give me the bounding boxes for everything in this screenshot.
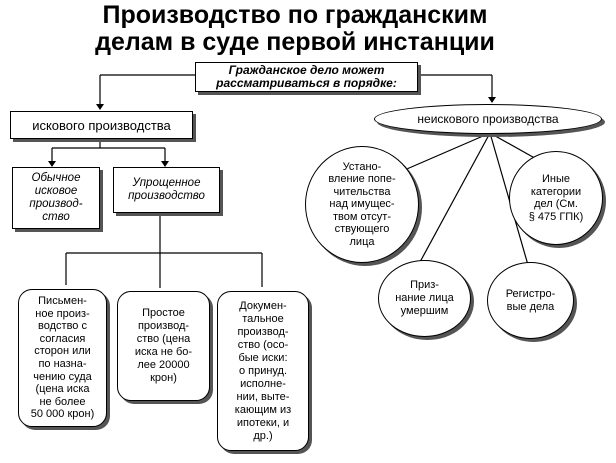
root-node: Гражданское дело может рассматриваться в… — [195, 62, 418, 92]
documentary-proceedings-line: производ- — [237, 325, 289, 338]
other-categories-line: категории — [530, 185, 582, 198]
ordinary-claim-line: производ- — [29, 198, 83, 210]
simple-proceedings-line: крон) — [150, 372, 177, 384]
ordinary-claim-line: Обычное — [31, 172, 81, 184]
other-categories-line: дел (См. — [534, 198, 578, 210]
written-proceedings-line: не более — [39, 395, 86, 408]
guardianship-line: ствующего — [334, 223, 390, 236]
registry-cases-node: Регистро-вые дела — [487, 262, 574, 339]
written-proceedings-line: водство с — [38, 320, 87, 333]
root-line-2: рассматриваться в порядке: — [216, 76, 397, 90]
diagram-title: Производство по гражданским делам в суде… — [60, 2, 530, 56]
written-proceedings-line: по назна- — [38, 358, 87, 370]
guardianship-line: чительства — [333, 185, 391, 198]
other-categories-line: § 475 ГПК) — [528, 210, 584, 223]
guardianship-line: Устано- — [342, 160, 382, 173]
title-line-1: Производство по гражданским — [102, 1, 488, 29]
registry-cases-line: Регистро- — [505, 287, 556, 300]
ordinary-claim-line: ство — [42, 211, 70, 223]
guardianship-line: твом отсут- — [333, 210, 391, 223]
claim-proceedings-label: искового производства — [32, 117, 171, 133]
other-categories-line: Иные — [541, 173, 570, 185]
simple-proceedings-line: лее 20000 — [137, 359, 190, 371]
written-proceedings-line: (цена иска — [35, 383, 90, 396]
written-proceedings-line: сторон или — [34, 345, 91, 358]
documentary-proceedings-line: исполне- — [240, 377, 286, 390]
ordinary-claim-line: исковое — [34, 185, 78, 197]
documentary-proceedings-line: о принуд. — [238, 364, 288, 377]
written-proceedings-line: 50 000 крон) — [30, 408, 95, 421]
guardianship-line: вление попе- — [328, 173, 396, 186]
documentary-proceedings-line: ство (осо- — [237, 338, 289, 351]
nonclaim-proceedings-label: неискового производства — [417, 112, 559, 126]
guardianship-line: над имущес- — [329, 198, 395, 211]
simple-proceedings-line: Простое — [142, 307, 185, 319]
documentary-proceedings-line: Докумен- — [239, 299, 287, 312]
documentary-proceedings-line: тальное — [242, 312, 284, 325]
simple-proceedings-line: иска не бо- — [134, 346, 193, 358]
simplified-proceedings-line: Упрощенное — [132, 177, 201, 189]
registry-cases-line: вые дела — [506, 300, 555, 313]
simplified-proceedings-line: производство — [128, 190, 205, 202]
title-line-2: делам в суде первой инстанции — [95, 28, 495, 56]
written-proceedings-line: ное произ- — [35, 307, 90, 320]
declaration-of-death-line: нание лица — [395, 292, 454, 304]
declaration-of-death-line: умершим — [400, 305, 449, 317]
written-proceedings-line: чению суда — [33, 370, 92, 383]
documentary-proceedings-line: др.) — [253, 429, 273, 442]
documentary-proceedings-line: ипотеки, и — [236, 416, 290, 429]
documentary-proceedings-line: нии, выте- — [236, 390, 290, 403]
root-line-1: Гражданское дело может — [228, 63, 385, 77]
guardianship-line: лица — [349, 235, 375, 248]
written-proceedings-line: Письмен- — [38, 295, 87, 308]
documentary-proceedings-line: кающим из — [234, 403, 292, 416]
nonclaim-proceedings-node: неискового производства — [374, 104, 602, 134]
written-proceedings-line: согласия — [39, 332, 86, 345]
claim-proceedings-node: искового производства — [10, 111, 193, 139]
simple-proceedings-line: ство (цена — [136, 333, 191, 345]
documentary-proceedings-line: бые иски: — [238, 351, 288, 364]
declaration-of-death-line: Приз- — [410, 279, 439, 291]
simple-proceedings-line: производ- — [137, 320, 190, 332]
